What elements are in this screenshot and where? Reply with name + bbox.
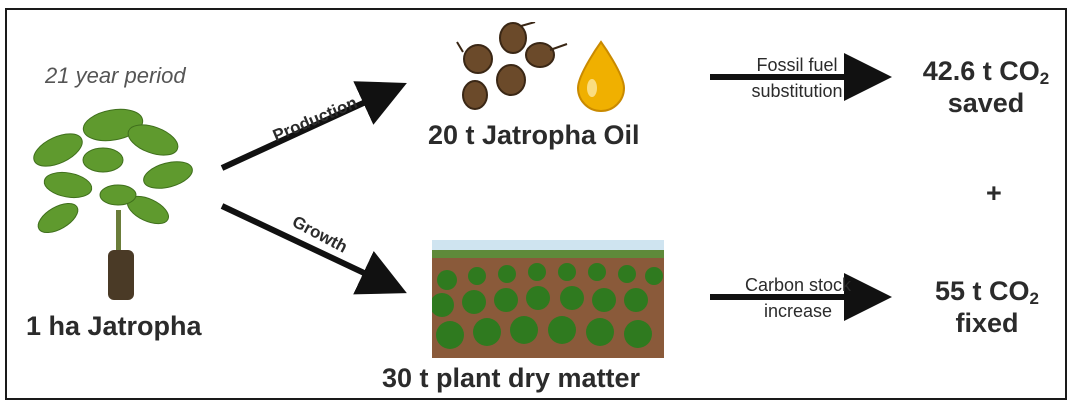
plus-sign: + — [986, 178, 1002, 208]
fossil-line2: substitution — [751, 81, 843, 101]
plantation-photo — [432, 240, 664, 358]
jatropha-plant-icon — [33, 108, 193, 300]
saved-word: saved — [947, 88, 1025, 118]
oil-drop-icon — [576, 40, 626, 112]
fixed-amount: 55 t CO — [935, 276, 1030, 306]
fixed-word: fixed — [955, 308, 1019, 338]
dry-matter-label: 30 t plant dry matter — [382, 363, 641, 393]
fossil-line1: Fossil fuel — [756, 55, 838, 75]
fixed-result: 55 t CO2 fixed — [912, 275, 1062, 339]
carbon-line1: Carbon stock — [744, 275, 852, 295]
saved-amount: 42.6 t CO — [922, 56, 1040, 86]
fixed-subscript: 2 — [1029, 289, 1039, 308]
jatropha-seeds-icon — [456, 22, 568, 110]
oil-product-label: 20 t Jatropha Oil — [428, 120, 640, 150]
growth-arrow — [220, 203, 407, 295]
fossil-process-label: Fossil fuel substitution — [722, 52, 872, 104]
carbon-line2: increase — [763, 301, 833, 321]
carbon-process-label: Carbon stock increase — [718, 272, 878, 324]
source-label: 1 ha Jatropha — [26, 311, 202, 341]
saved-result: 42.6 t CO2 saved — [916, 55, 1056, 119]
production-arrow — [220, 81, 407, 171]
saved-subscript: 2 — [1039, 69, 1050, 88]
period-label: 21 year period — [45, 63, 186, 88]
